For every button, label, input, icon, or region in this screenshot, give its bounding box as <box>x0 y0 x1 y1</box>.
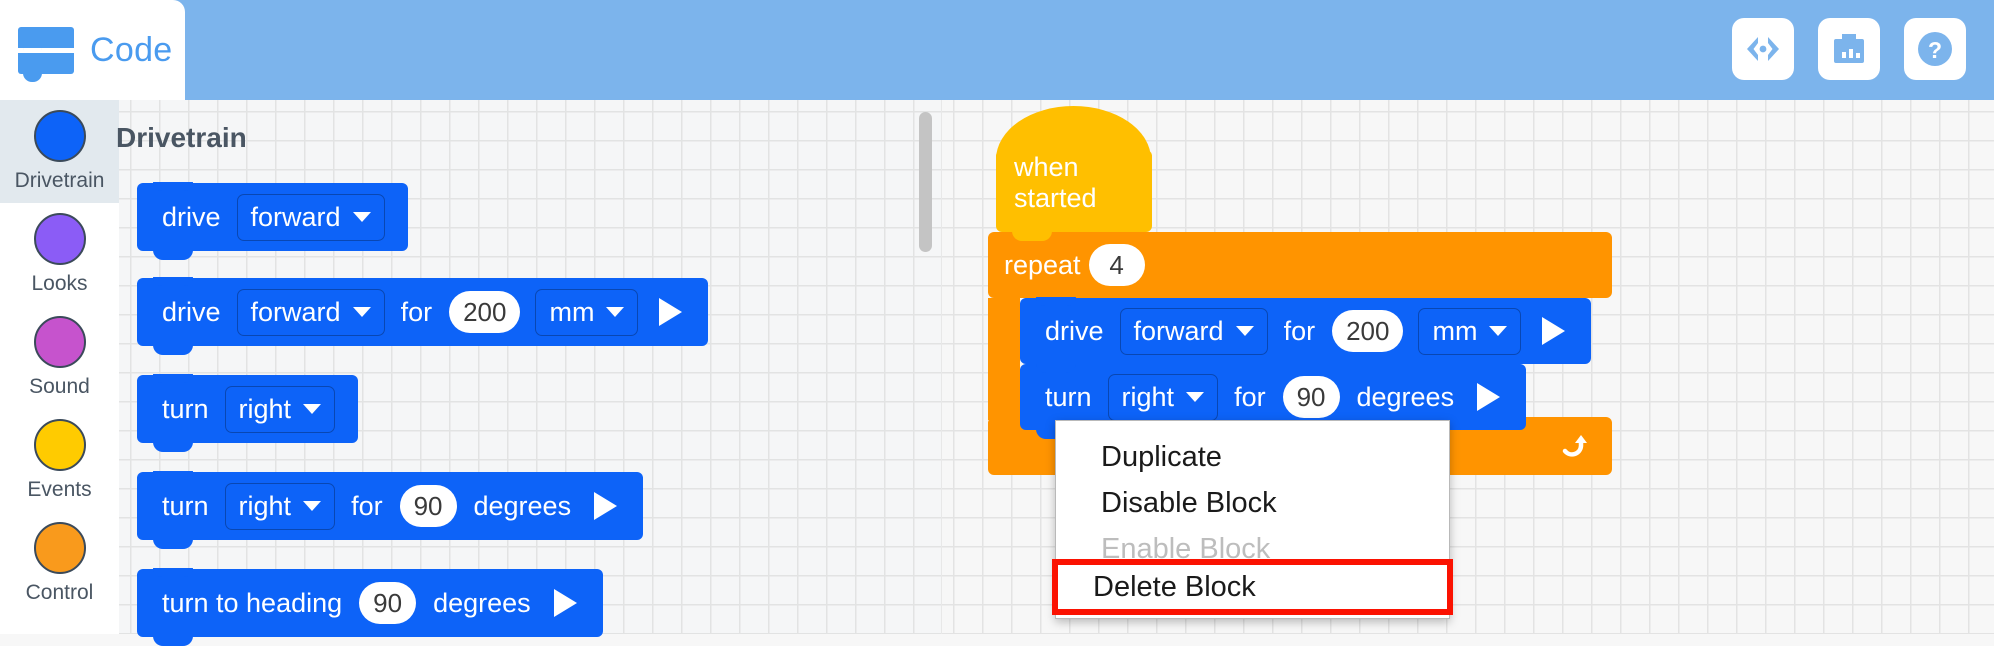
palette-grid <box>119 100 941 634</box>
category-sidebar: Drivetrain Looks Sound Events Control <box>0 100 119 634</box>
chevron-down-icon <box>303 404 322 414</box>
category-color-dot <box>33 522 86 574</box>
block-palette[interactable] <box>119 100 941 634</box>
chevron-down-icon <box>352 307 371 317</box>
block-label-unit: degrees <box>433 587 531 618</box>
dropdown-value: right <box>238 490 292 521</box>
block-label-for: for <box>351 490 383 521</box>
code-view-icon[interactable] <box>1732 18 1794 80</box>
dashboard-icon[interactable] <box>1818 18 1880 80</box>
chevron-down-icon <box>1186 392 1205 402</box>
sidebar-item-looks[interactable]: Looks <box>0 203 119 306</box>
sidebar-item-label: Control <box>25 581 94 604</box>
sidebar-item-label: Events <box>27 478 92 501</box>
repeat-count-input[interactable]: 4 <box>1088 244 1145 286</box>
when-started-block[interactable]: when started <box>996 106 1152 241</box>
category-color-dot <box>33 110 86 162</box>
chevron-down-icon <box>606 307 625 317</box>
block-label-for: for <box>1283 315 1316 346</box>
sidebar-item-control[interactable]: Control <box>0 512 119 615</box>
palette-block-turn-to-heading[interactable]: turn to heading 90 degrees <box>137 568 603 646</box>
block-label-verb: drive <box>1045 315 1104 346</box>
repeat-header[interactable]: repeat 4 <box>988 231 1612 298</box>
help-icon[interactable]: ? <box>1904 18 1966 80</box>
palette-block-drive-direction[interactable]: drive forward <box>137 182 408 260</box>
block-label-for: for <box>1234 381 1266 412</box>
sidebar-item-label: Drivetrain <box>14 169 105 192</box>
run-block-icon[interactable] <box>594 492 618 520</box>
amount-input[interactable]: 200 <box>1332 310 1404 352</box>
block-label-verb: drive <box>162 201 221 232</box>
amount-input[interactable]: 90 <box>399 485 457 527</box>
palette-block-turn-for[interactable]: turn right for 90 degrees <box>137 471 644 549</box>
category-color-dot <box>33 316 86 368</box>
run-block-icon[interactable] <box>1542 317 1566 345</box>
workspace-block-drive-for[interactable]: drive forward for 200 mm <box>1020 297 1592 373</box>
block-label-verb: turn <box>162 393 209 424</box>
workspace-scrollbar[interactable] <box>919 112 932 252</box>
sidebar-item-label: Sound <box>29 375 90 398</box>
direction-dropdown[interactable]: right <box>224 482 336 530</box>
dropdown-value: right <box>238 393 292 424</box>
amount-input[interactable]: 90 <box>1282 376 1340 418</box>
context-menu-item-delete-block[interactable]: Delete Block <box>1093 571 1256 603</box>
palette-block-turn-direction[interactable]: turn right <box>137 374 359 452</box>
direction-dropdown[interactable]: forward <box>236 193 385 241</box>
chevron-down-icon <box>1489 326 1508 336</box>
amount-input[interactable]: 200 <box>449 291 521 333</box>
direction-dropdown[interactable]: forward <box>1119 307 1268 355</box>
direction-dropdown[interactable]: forward <box>236 288 385 336</box>
delete-block-highlight: Delete Block <box>1052 559 1453 615</box>
amount-input[interactable]: 90 <box>359 582 417 624</box>
category-color-dot <box>33 213 86 265</box>
direction-dropdown[interactable]: right <box>224 385 336 433</box>
block-label-verb: turn <box>1045 381 1092 412</box>
dropdown-value: forward <box>1133 315 1224 346</box>
sidebar-item-sound[interactable]: Sound <box>0 306 119 409</box>
unit-dropdown[interactable]: mm <box>535 288 639 336</box>
sidebar-item-drivetrain[interactable]: Drivetrain <box>0 100 119 203</box>
app-header: Code ? <box>0 0 1994 101</box>
run-block-icon[interactable] <box>659 298 683 326</box>
block-label: repeat <box>1004 249 1081 280</box>
chevron-down-icon <box>303 501 322 511</box>
block-label-for: for <box>400 296 433 327</box>
sidebar-item-label: Looks <box>31 272 88 295</box>
unit-dropdown[interactable]: mm <box>1418 307 1522 355</box>
block-label-verb: turn to heading <box>162 587 343 618</box>
run-block-icon[interactable] <box>1477 383 1501 411</box>
category-color-dot <box>33 419 86 471</box>
run-block-icon[interactable] <box>553 589 577 617</box>
code-blocks-logo <box>18 26 74 82</box>
dropdown-value: forward <box>250 296 341 327</box>
palette-title: Drivetrain <box>116 122 247 153</box>
block-label-unit: degrees <box>1356 381 1455 412</box>
code-tab[interactable]: Code <box>0 0 185 101</box>
palette-block-drive-for[interactable]: drive forward for 200 mm <box>137 277 709 355</box>
direction-dropdown[interactable]: right <box>1107 373 1219 421</box>
repeat-spine <box>988 298 1020 420</box>
header-toolbar: ? <box>1732 18 1966 80</box>
block-label-verb: drive <box>162 296 221 327</box>
dropdown-value: forward <box>250 201 341 232</box>
sidebar-item-events[interactable]: Events <box>0 409 119 512</box>
context-menu-item-duplicate[interactable]: Duplicate <box>1101 441 1222 473</box>
code-tab-label: Code <box>90 31 173 69</box>
sidebar-item-sensing[interactable] <box>0 615 119 634</box>
block-label-verb: turn <box>162 490 209 521</box>
dropdown-value: right <box>1121 381 1175 412</box>
loop-arrow-icon <box>1562 435 1587 457</box>
dropdown-value: mm <box>549 296 595 327</box>
chevron-down-icon <box>352 212 371 222</box>
block-label-unit: degrees <box>473 490 572 521</box>
block-label: when started <box>1014 152 1097 213</box>
context-menu-item-disable-block[interactable]: Disable Block <box>1101 487 1277 519</box>
svg-text:?: ? <box>1928 37 1942 63</box>
chevron-down-icon <box>1235 326 1254 336</box>
dropdown-value: mm <box>1432 315 1478 346</box>
